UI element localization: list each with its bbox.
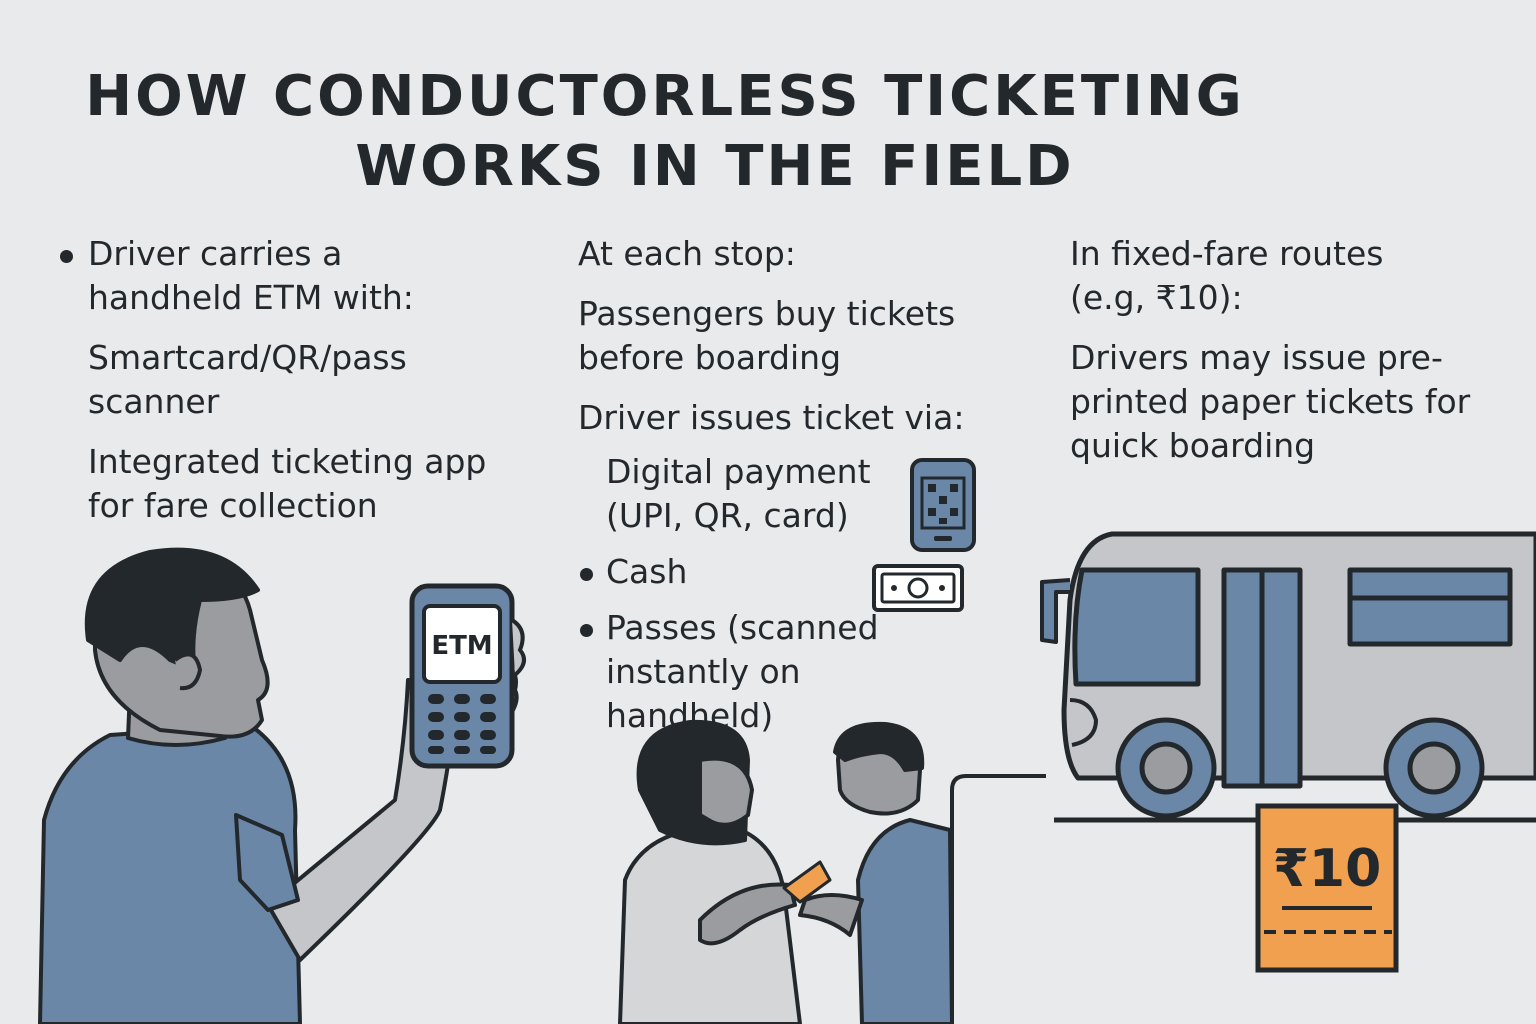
fixed-fare-section: In fixed-fare routes (e.g, ₹10): Drivers… <box>1070 232 1510 484</box>
ticket-fare-label: ₹10 <box>1273 839 1382 899</box>
method-cash: Cash <box>578 550 998 594</box>
method-passes: Passes (scanned instantly on handheld) <box>578 606 976 738</box>
stop-heading: At each stop: <box>578 234 796 273</box>
title-line-2: WORKS IN THE FIELD <box>355 134 1075 199</box>
method-digital: Digital payment (UPI, QR, card) <box>606 452 871 535</box>
page-title: HOW CONDUCTORLESS TICKETING WORKS IN THE… <box>0 62 1330 202</box>
title-line-1: HOW CONDUCTORLESS TICKETING <box>85 64 1245 129</box>
etm-device-icon: ETM <box>409 583 526 769</box>
bus-icon <box>1040 531 1536 819</box>
cash-note-icon <box>872 564 964 612</box>
paper-ticket-icon: ₹10 <box>1255 803 1399 973</box>
fixed-fare-note: Drivers may issue pre-printed paper tick… <box>1070 338 1471 465</box>
stop-section: At each stop: Passengers buy tickets bef… <box>578 232 998 750</box>
stop-note: Passengers buy tickets before boarding <box>578 294 956 377</box>
fixed-fare-heading: In fixed-fare routes (e.g, ₹10): <box>1070 234 1384 317</box>
driver-intro: Driver carries a handheld ETM with: <box>58 232 498 320</box>
etm-label: ETM <box>431 631 492 661</box>
driver-item-app: Integrated ticketing app for fare collec… <box>88 442 487 525</box>
smartphone-qr-icon <box>910 458 976 552</box>
driver-item-scanner: Smartcard/QR/pass scanner <box>88 338 407 421</box>
issue-heading: Driver issues ticket via: <box>578 398 965 437</box>
driver-section: Driver carries a handheld ETM with: Smar… <box>58 232 498 544</box>
passengers-figure <box>618 719 954 1024</box>
bus-stop-kerb <box>950 774 1046 1024</box>
